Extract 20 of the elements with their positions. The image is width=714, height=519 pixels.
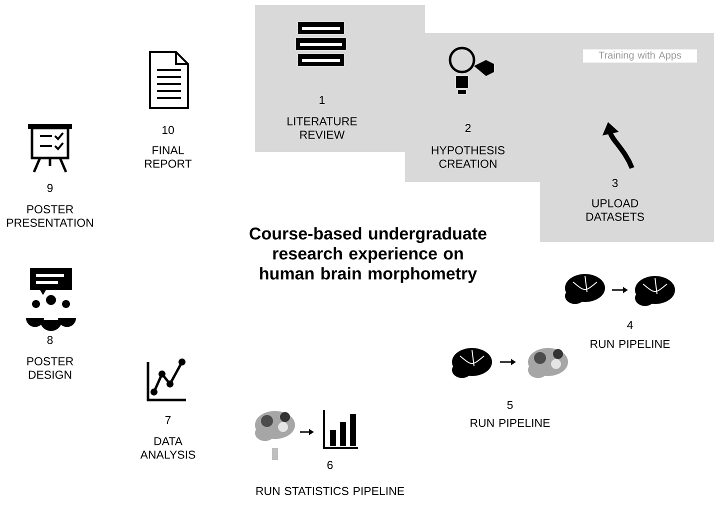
- step-number: 10: [162, 126, 174, 134]
- step-label: HYPOTHESIS CREATION: [432, 146, 505, 168]
- step-label: POSTER PRESENTATION: [7, 205, 93, 227]
- step-label: LITERATURE REVIEW: [288, 117, 357, 139]
- step-number: 8: [47, 336, 53, 344]
- step-number: 7: [165, 416, 171, 424]
- step-number: 1: [320, 96, 325, 104]
- step-number: 9: [47, 184, 53, 192]
- step-number: 5: [507, 401, 513, 410]
- step-label: UPLOAD DATASETS: [586, 199, 644, 221]
- step-label: RUN STATISTICS PIPELINE: [256, 486, 404, 496]
- step-number: 3: [612, 178, 618, 188]
- step-number: 2: [465, 124, 471, 132]
- step-label: RUN PIPELINE: [470, 419, 550, 428]
- step-number: 6: [327, 460, 333, 470]
- step-number: 4: [627, 321, 633, 329]
- step-label: RUN PIPELINE: [590, 340, 670, 348]
- step-label: DATA ANALYSIS: [140, 437, 196, 459]
- step-label: FINAL REPORT: [145, 146, 192, 168]
- step-label: POSTER DESIGN: [27, 357, 74, 379]
